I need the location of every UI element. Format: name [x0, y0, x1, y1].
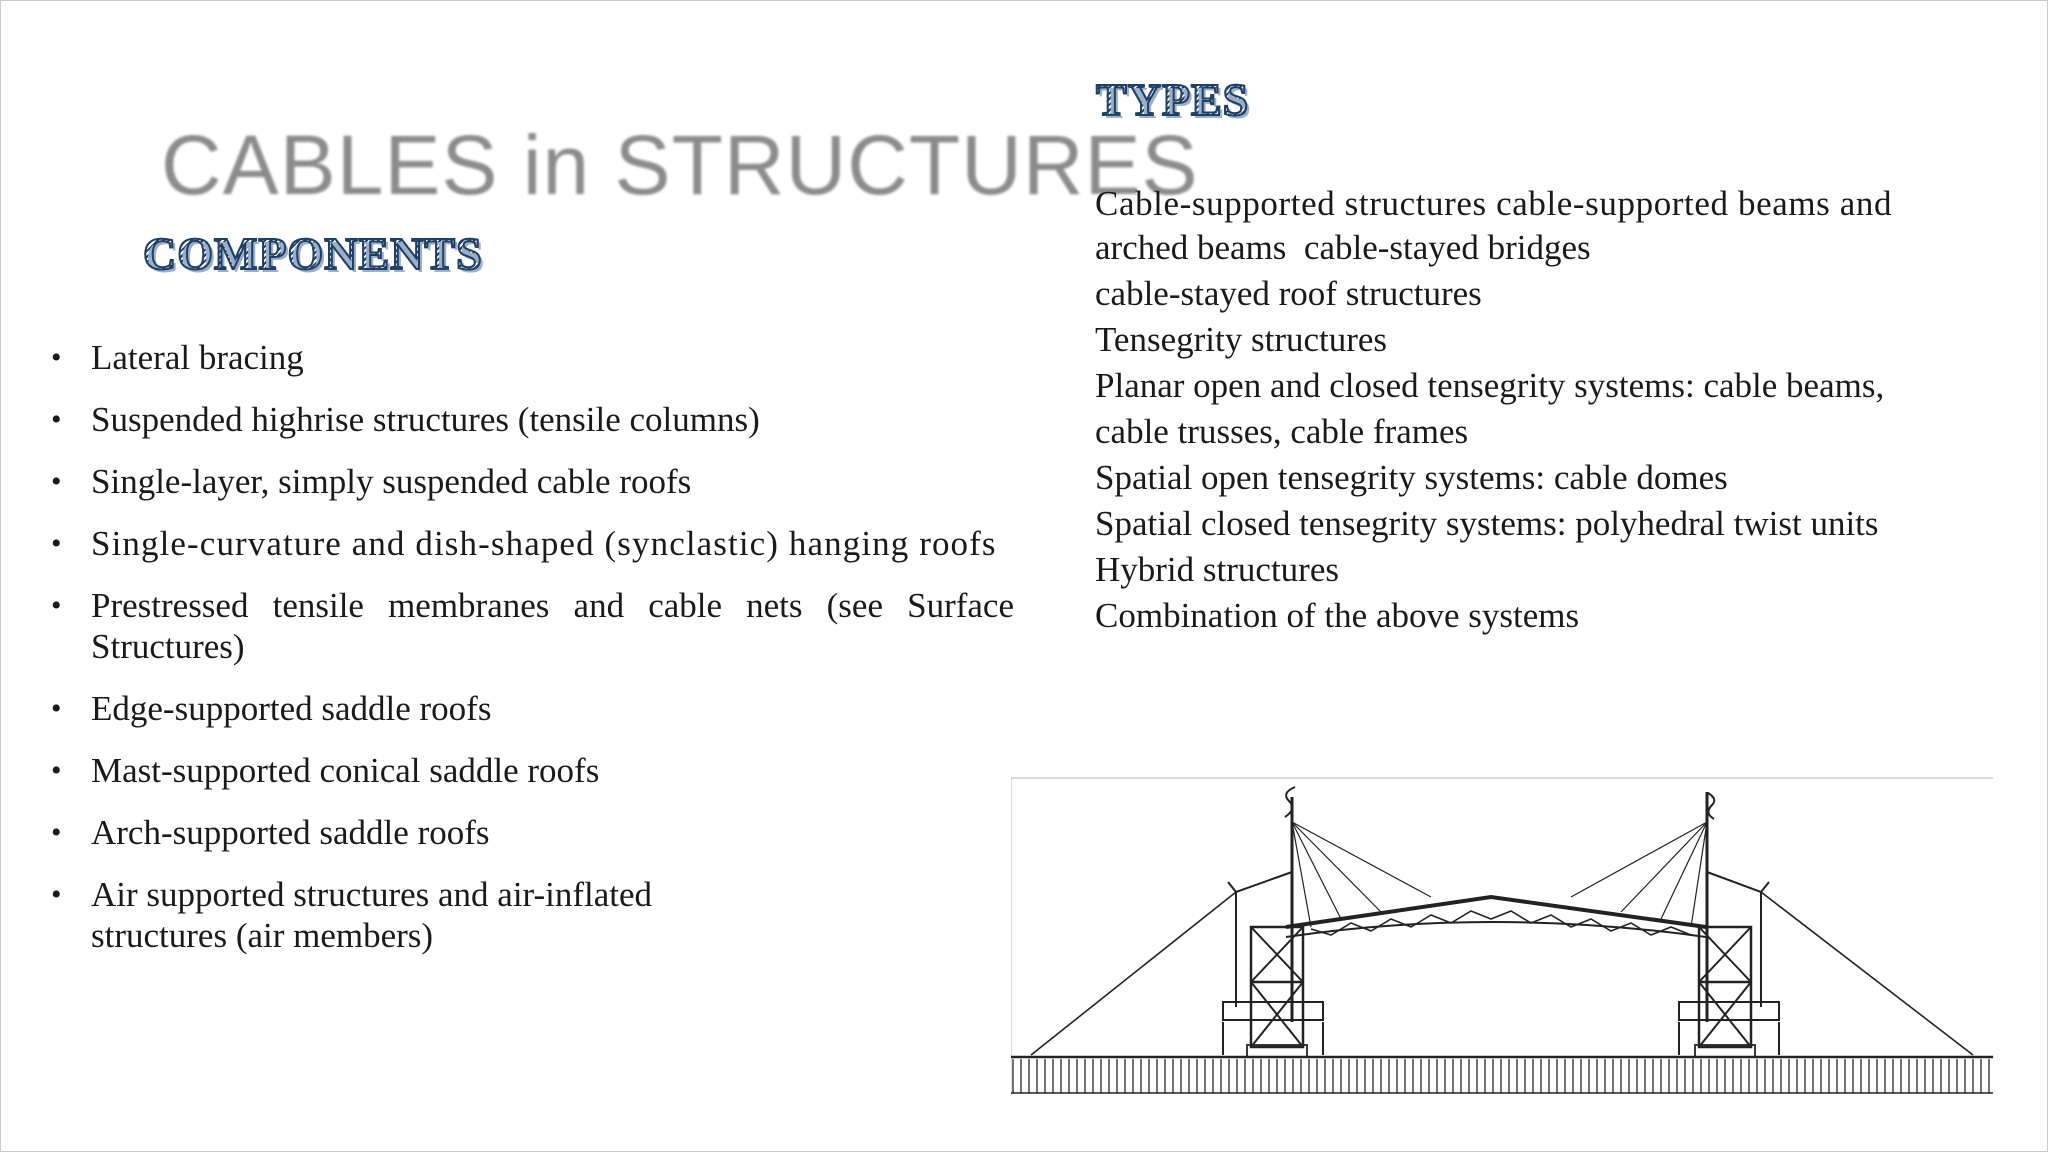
list-item: Lateral bracing — [49, 337, 1014, 378]
list-item: Air supported structures and air-inflate… — [49, 874, 771, 956]
types-line: cable trusses, cable frames — [1095, 412, 1469, 451]
types-line: cable-stayed roof structures — [1095, 274, 1482, 313]
types-line: arched beams cable-stayed bridges — [1095, 228, 1591, 267]
types-line: Spatial open tensegrity systems: cable d… — [1095, 458, 1728, 497]
components-list: Lateral bracing Suspended highrise struc… — [49, 337, 1014, 977]
types-line: Tensegrity structures — [1095, 320, 1388, 359]
types-line: Combination of the above systems — [1095, 596, 1580, 635]
types-line: Hybrid structures — [1095, 550, 1339, 589]
list-item: Single-layer, simply suspended cable roo… — [49, 461, 1014, 502]
list-item: Suspended highrise structures (tensile c… — [49, 399, 1014, 440]
slide-title: CABLES in STRUCTURES — [161, 118, 1199, 212]
list-item: Arch-supported saddle roofs — [49, 812, 1014, 853]
list-item: Prestressed tensile membranes and cable … — [49, 585, 1014, 667]
list-item: Edge-supported saddle roofs — [49, 688, 1014, 729]
types-line: Cable-supported structures cable-support… — [1095, 184, 1893, 223]
types-list: Cable-supported structures cable-support… — [1095, 181, 1995, 639]
components-heading: COMPONENTS — [142, 228, 483, 279]
list-item: Mast-supported conical saddle roofs — [49, 750, 1014, 791]
types-heading: TYPES — [1095, 74, 1250, 125]
cable-stayed-roof-drawing-icon — [1011, 777, 1993, 1095]
types-line: Spatial closed tensegrity systems: polyh… — [1095, 504, 1879, 543]
types-line: Planar open and closed tensegrity system… — [1095, 366, 1885, 405]
list-item: Single-curvature and dish-shaped (syncla… — [49, 523, 1014, 564]
